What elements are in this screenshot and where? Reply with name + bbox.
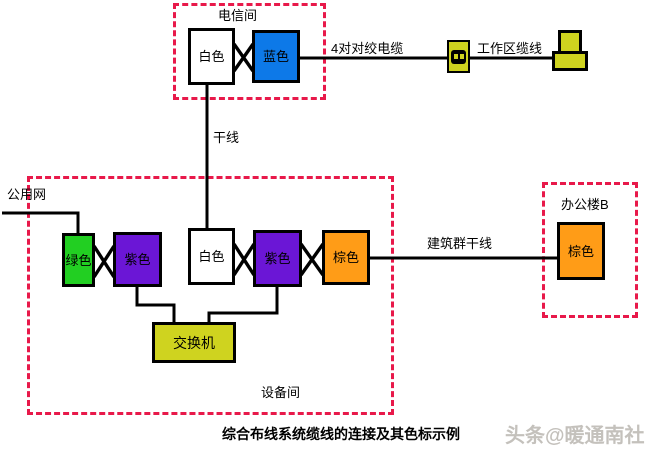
office-building-b-label: 办公楼B [561, 197, 609, 212]
block-label: 交换机 [173, 334, 215, 351]
public-network-line [2, 211, 80, 233]
outlet-socket [451, 49, 466, 64]
block-purple-right-equipment: 紫色 [253, 230, 302, 287]
block-white-telecom: 白色 [188, 28, 235, 85]
x-connector-purple-brown [299, 243, 325, 276]
equipment-room-outline [27, 176, 394, 415]
x-connector-white-blue [232, 43, 255, 72]
telecom-room-label: 电信间 [218, 8, 258, 23]
trunk-cable-label: 干线 [213, 130, 240, 145]
block-green-equipment: 绿色 [62, 233, 95, 287]
work-area-cable-label: 工作区缆线 [477, 41, 543, 56]
block-brown-office-b: 棕色 [557, 222, 605, 280]
wall-outlet-icon [447, 40, 470, 73]
block-label: 绿色 [65, 252, 92, 268]
block-blue-telecom: 蓝色 [252, 30, 300, 83]
telecom-room-outline [173, 3, 326, 100]
outlet-pin [459, 54, 464, 59]
block-brown-equipment: 棕色 [322, 230, 370, 285]
block-label: 蓝色 [262, 49, 289, 64]
diagram-caption: 综合布线系统缆线的连接及其色标示例 [222, 426, 460, 442]
outlet-pin [453, 54, 458, 59]
block-label: 紫色 [124, 252, 151, 267]
x-connector-green-purple [92, 245, 116, 278]
switch-left-line [135, 287, 176, 322]
block-label: 白色 [198, 49, 225, 64]
campus-trunk-label: 建筑群干线 [427, 236, 493, 251]
four-pair-cable-label: 4对对绞电缆 [331, 41, 404, 56]
block-label: 棕色 [567, 243, 594, 259]
work-area-terminal-base [552, 51, 588, 71]
switch-right-line [207, 287, 279, 322]
x-connector-white-purple [232, 243, 256, 276]
equipment-room-label: 设备间 [261, 385, 301, 400]
block-label: 棕色 [332, 250, 359, 265]
block-label: 白色 [198, 249, 225, 264]
office-building-b-outline [542, 182, 638, 318]
watermark: 头条@暖通南社 [505, 425, 645, 447]
block-white-equipment: 白色 [188, 228, 235, 285]
switch-block: 交换机 [152, 322, 236, 363]
block-purple-left-equipment: 紫色 [113, 232, 162, 287]
block-label: 紫色 [264, 251, 291, 266]
public-network-label: 公用网 [7, 187, 47, 202]
